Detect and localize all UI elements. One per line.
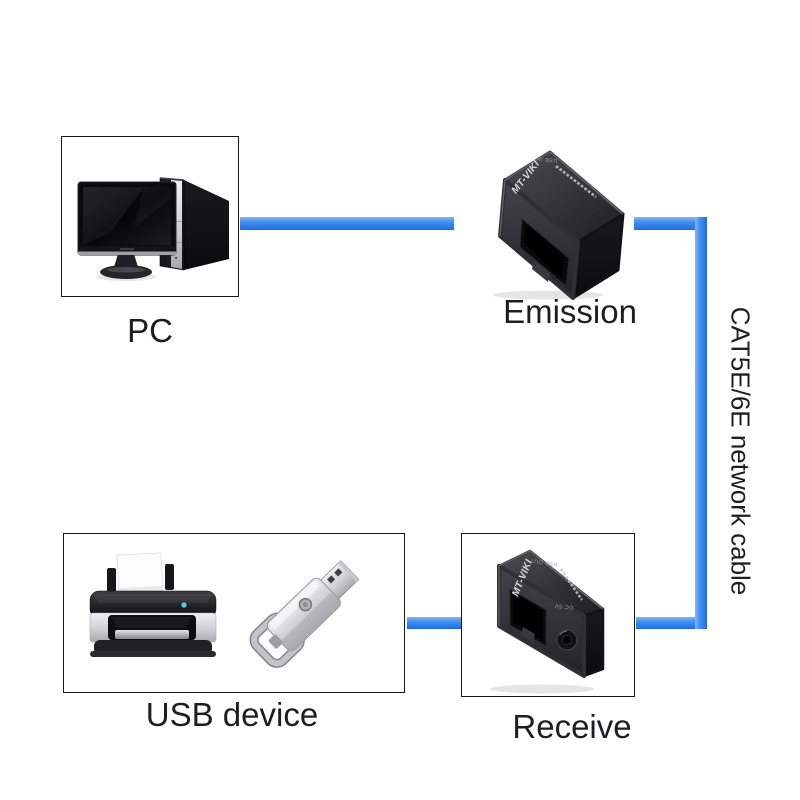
pc-illustration — [77, 177, 229, 281]
rj45-port — [509, 588, 547, 647]
dc-power-jack — [556, 629, 578, 651]
receive-dc-5v-label: DC 5V — [554, 602, 573, 610]
cable-receive-to-usb-device — [407, 617, 461, 629]
rj45-port — [519, 217, 570, 287]
printer-power-led — [181, 602, 187, 608]
receive-device-illustration: MT-VIKI USB OUT DC 5V — [490, 549, 605, 694]
receive-label: Receive — [512, 708, 632, 745]
emission-top-print — [555, 164, 597, 199]
usb-flash-drive-icon — [249, 560, 360, 668]
cable-riser-to-receive — [636, 617, 695, 629]
usb-device-label: USB device — [145, 696, 319, 733]
emission-usb-in-label: USB IN — [536, 155, 558, 163]
emission-device-illustration: MT-VIKI USB IN — [493, 150, 625, 300]
network-cable-label: CAT5E/6E network cable — [725, 306, 756, 596]
receive-usb-out-label: USB OUT — [529, 557, 558, 568]
cable-network-riser — [695, 217, 707, 629]
emission-label: Emission — [503, 293, 637, 330]
receive-top-print — [559, 568, 584, 601]
cable-emission-to-riser — [634, 217, 707, 230]
printer-icon — [89, 552, 217, 657]
pc-label: PC — [127, 312, 173, 349]
cable-pc-to-emission — [240, 217, 454, 230]
monitor-icon — [77, 181, 177, 281]
